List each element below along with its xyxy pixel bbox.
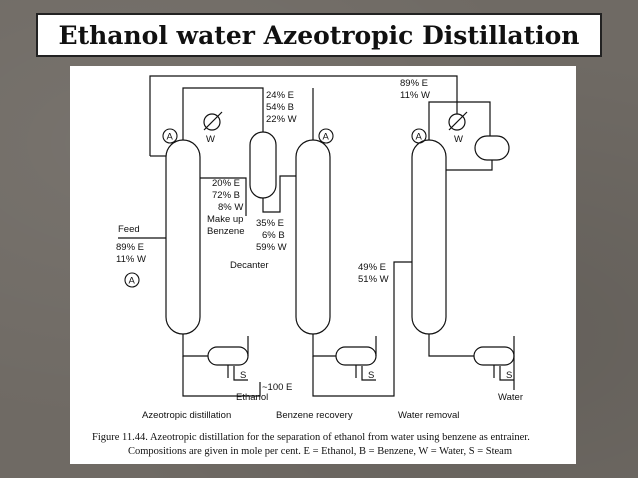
decanter-label: Decanter: [230, 260, 269, 271]
stream-a-marker-3: [411, 128, 427, 144]
figure-caption-line-1: Figure 11.44. Azeotropic distillation fo…: [92, 432, 530, 443]
column-label-water-removal: Water removal: [398, 410, 459, 421]
feed-composition-e: 89% E: [116, 242, 144, 253]
reflux-drum: [474, 135, 510, 161]
reboiler-1: [207, 346, 249, 366]
figure-caption-line-2: Compositions are given in mole per cent.…: [128, 446, 512, 457]
cooling-water-label-1: W: [206, 134, 215, 145]
ethanol-bottoms-composition: ~100 E: [262, 382, 292, 393]
makeup-label-2: Benzene: [207, 226, 245, 237]
reflux-composition-e: 20% E: [212, 178, 240, 189]
slide-title-box: Ethanol water Azeotropic Distillation: [36, 13, 602, 57]
stream-a-marker-feed: [124, 272, 140, 288]
condenser-1: [203, 113, 221, 131]
stream-a-label-3: A: [416, 132, 423, 143]
decanter-vessel: [249, 131, 277, 199]
column-benzene-recovery: [295, 139, 331, 335]
makeup-label-1: Make up: [207, 214, 243, 225]
reboiler-3: [473, 346, 515, 366]
decanter-composition-b: 6% B: [262, 230, 285, 241]
recovery-composition-w: 51% W: [358, 274, 389, 285]
feed-composition-w: 11% W: [116, 254, 146, 265]
column-label-benzene-recovery: Benzene recovery: [276, 410, 353, 421]
decanter-composition-e: 35% E: [256, 218, 284, 229]
steam-label-1: S: [240, 370, 246, 381]
top-composition-e: 24% E: [266, 90, 294, 101]
reflux-composition-w: 8% W: [218, 202, 243, 213]
stream-a-label-1: A: [167, 132, 174, 143]
steam-label-3: S: [506, 370, 512, 381]
recycle-composition-e: 89% E: [400, 78, 428, 89]
column-label-azeotropic: Azeotropic distillation: [142, 410, 231, 421]
stream-a-marker-2: [318, 128, 334, 144]
reboiler-2: [335, 346, 377, 366]
decanter-composition-w: 59% W: [256, 242, 287, 253]
recycle-composition-w: 11% W: [400, 90, 430, 101]
process-flow-diagram: A A A A W W 24% E 54% B 22% W 89% E 11% …: [92, 75, 530, 457]
column-water-removal: [411, 139, 447, 335]
cooling-water-label-3: W: [454, 134, 463, 145]
stream-a-marker-1: [162, 128, 178, 144]
slide-title: Ethanol water Azeotropic Distillation: [58, 20, 580, 50]
reflux-composition-b: 72% B: [212, 190, 240, 201]
stream-a-label-2: A: [323, 132, 330, 143]
recovery-composition-e: 49% E: [358, 262, 386, 273]
top-composition-b: 54% B: [266, 102, 294, 113]
figure-panel: A A A A W W 24% E 54% B 22% W 89% E 11% …: [70, 66, 576, 464]
ethanol-product-label: Ethanol: [236, 392, 268, 403]
steam-label-2: S: [368, 370, 374, 381]
stream-a-label-feed: A: [129, 276, 136, 287]
water-product-label: Water: [498, 392, 523, 403]
top-composition-w: 22% W: [266, 114, 297, 125]
feed-label: Feed: [118, 224, 140, 235]
column-azeotropic: [165, 139, 201, 335]
